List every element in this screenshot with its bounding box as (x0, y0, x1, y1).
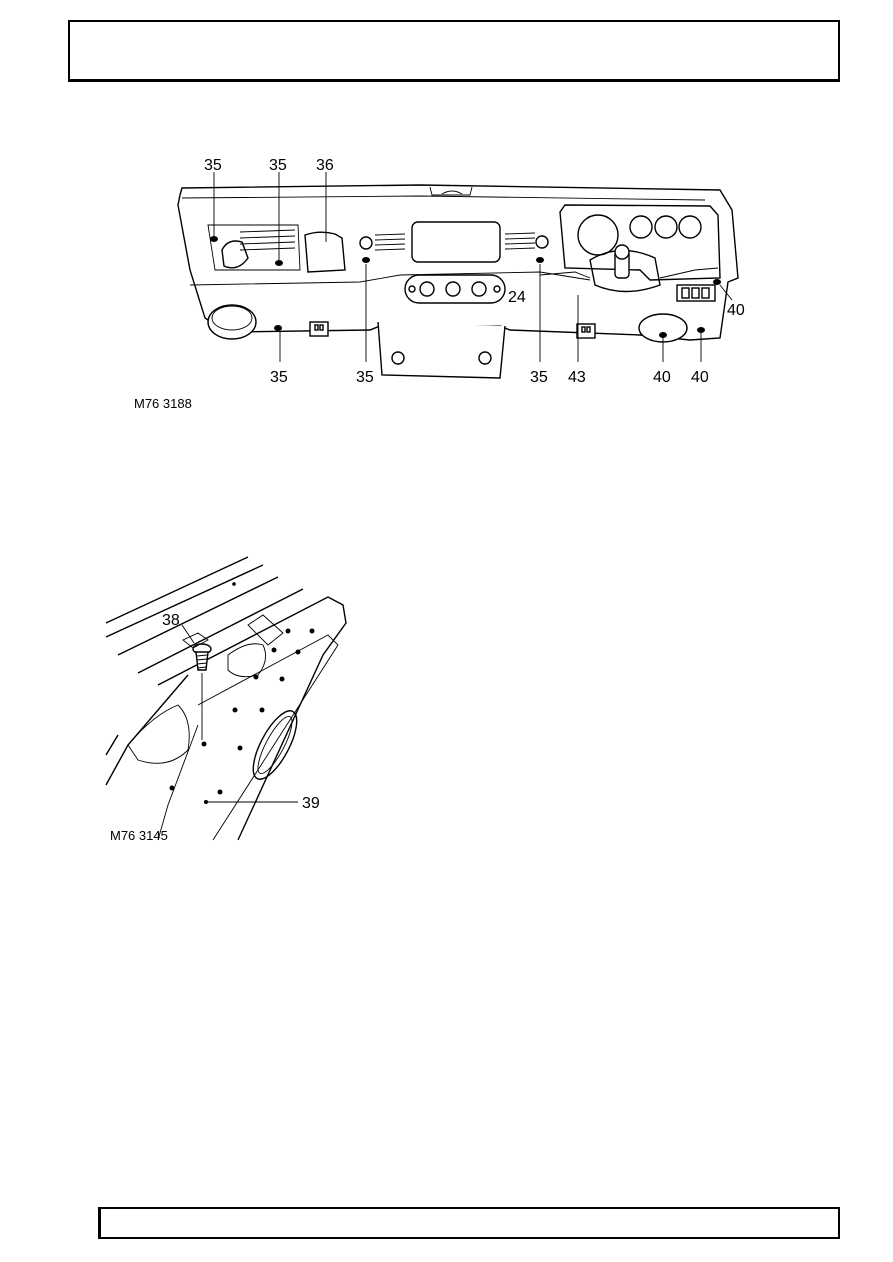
screw-35-c (274, 325, 282, 331)
steering-column-shroud (589, 249, 661, 293)
callout-35: 35 (269, 157, 287, 174)
center-right-vent (504, 232, 536, 250)
screw-35-d (362, 257, 370, 263)
screw-40-a (659, 332, 667, 338)
fascia-top-edge (181, 195, 706, 201)
left-speaker (207, 304, 257, 340)
switch-pack (676, 284, 716, 302)
callout-35: 35 (270, 369, 288, 386)
page-header-box (68, 20, 840, 82)
center-panel (411, 221, 501, 263)
center-vent-top (429, 186, 473, 196)
gauge-speedometer (577, 214, 619, 256)
left-bracket (221, 240, 249, 269)
callout-38: 38 (162, 612, 180, 629)
component-36 (304, 231, 346, 273)
callout-36: 36 (316, 157, 334, 174)
callout-43: 43 (568, 369, 586, 386)
center-left-vent (374, 233, 406, 251)
callout-24: 24 (508, 289, 526, 306)
fascia-screw-illustration: 38 39 M76 3145 (105, 556, 347, 843)
clip-right (576, 323, 596, 339)
screw-40-c (713, 279, 721, 285)
callout-35: 35 (204, 157, 222, 174)
fascia-holes (169, 582, 315, 804)
screw-35-e (536, 257, 544, 263)
figure-fascia-underside: 35 35 36 24 40 35 35 35 43 40 40 M76 318… (120, 150, 760, 420)
figure-fascia-screw-detail: 38 39 M76 3145 (98, 545, 368, 845)
gauge-3 (678, 215, 702, 239)
callout-40: 40 (653, 369, 671, 386)
clip-left (309, 321, 329, 337)
gauge-2 (654, 215, 678, 239)
instrument-binnacle (559, 204, 721, 281)
callout-39: 39 (302, 795, 320, 812)
screw-40-b (697, 327, 705, 333)
center-lower-plate (377, 321, 506, 379)
fascia-underside-illustration: 35 35 36 24 40 35 35 35 43 40 40 M76 318… (134, 157, 745, 411)
left-vent (239, 229, 296, 251)
vent-opening (252, 710, 298, 780)
gauge-1 (629, 215, 653, 239)
screw-38 (192, 643, 212, 671)
screw-35-a (210, 236, 218, 242)
callout-40: 40 (727, 302, 745, 319)
screw-35-b (275, 260, 283, 266)
fascia-outline (177, 184, 739, 341)
callout-35: 35 (530, 369, 548, 386)
callout-35: 35 (356, 369, 374, 386)
fascia-body-edge (157, 596, 347, 841)
callout-40: 40 (691, 369, 709, 386)
page-footer-box (98, 1207, 840, 1239)
figure-reference: M76 3188 (134, 396, 192, 411)
figure-reference: M76 3145 (110, 828, 168, 843)
